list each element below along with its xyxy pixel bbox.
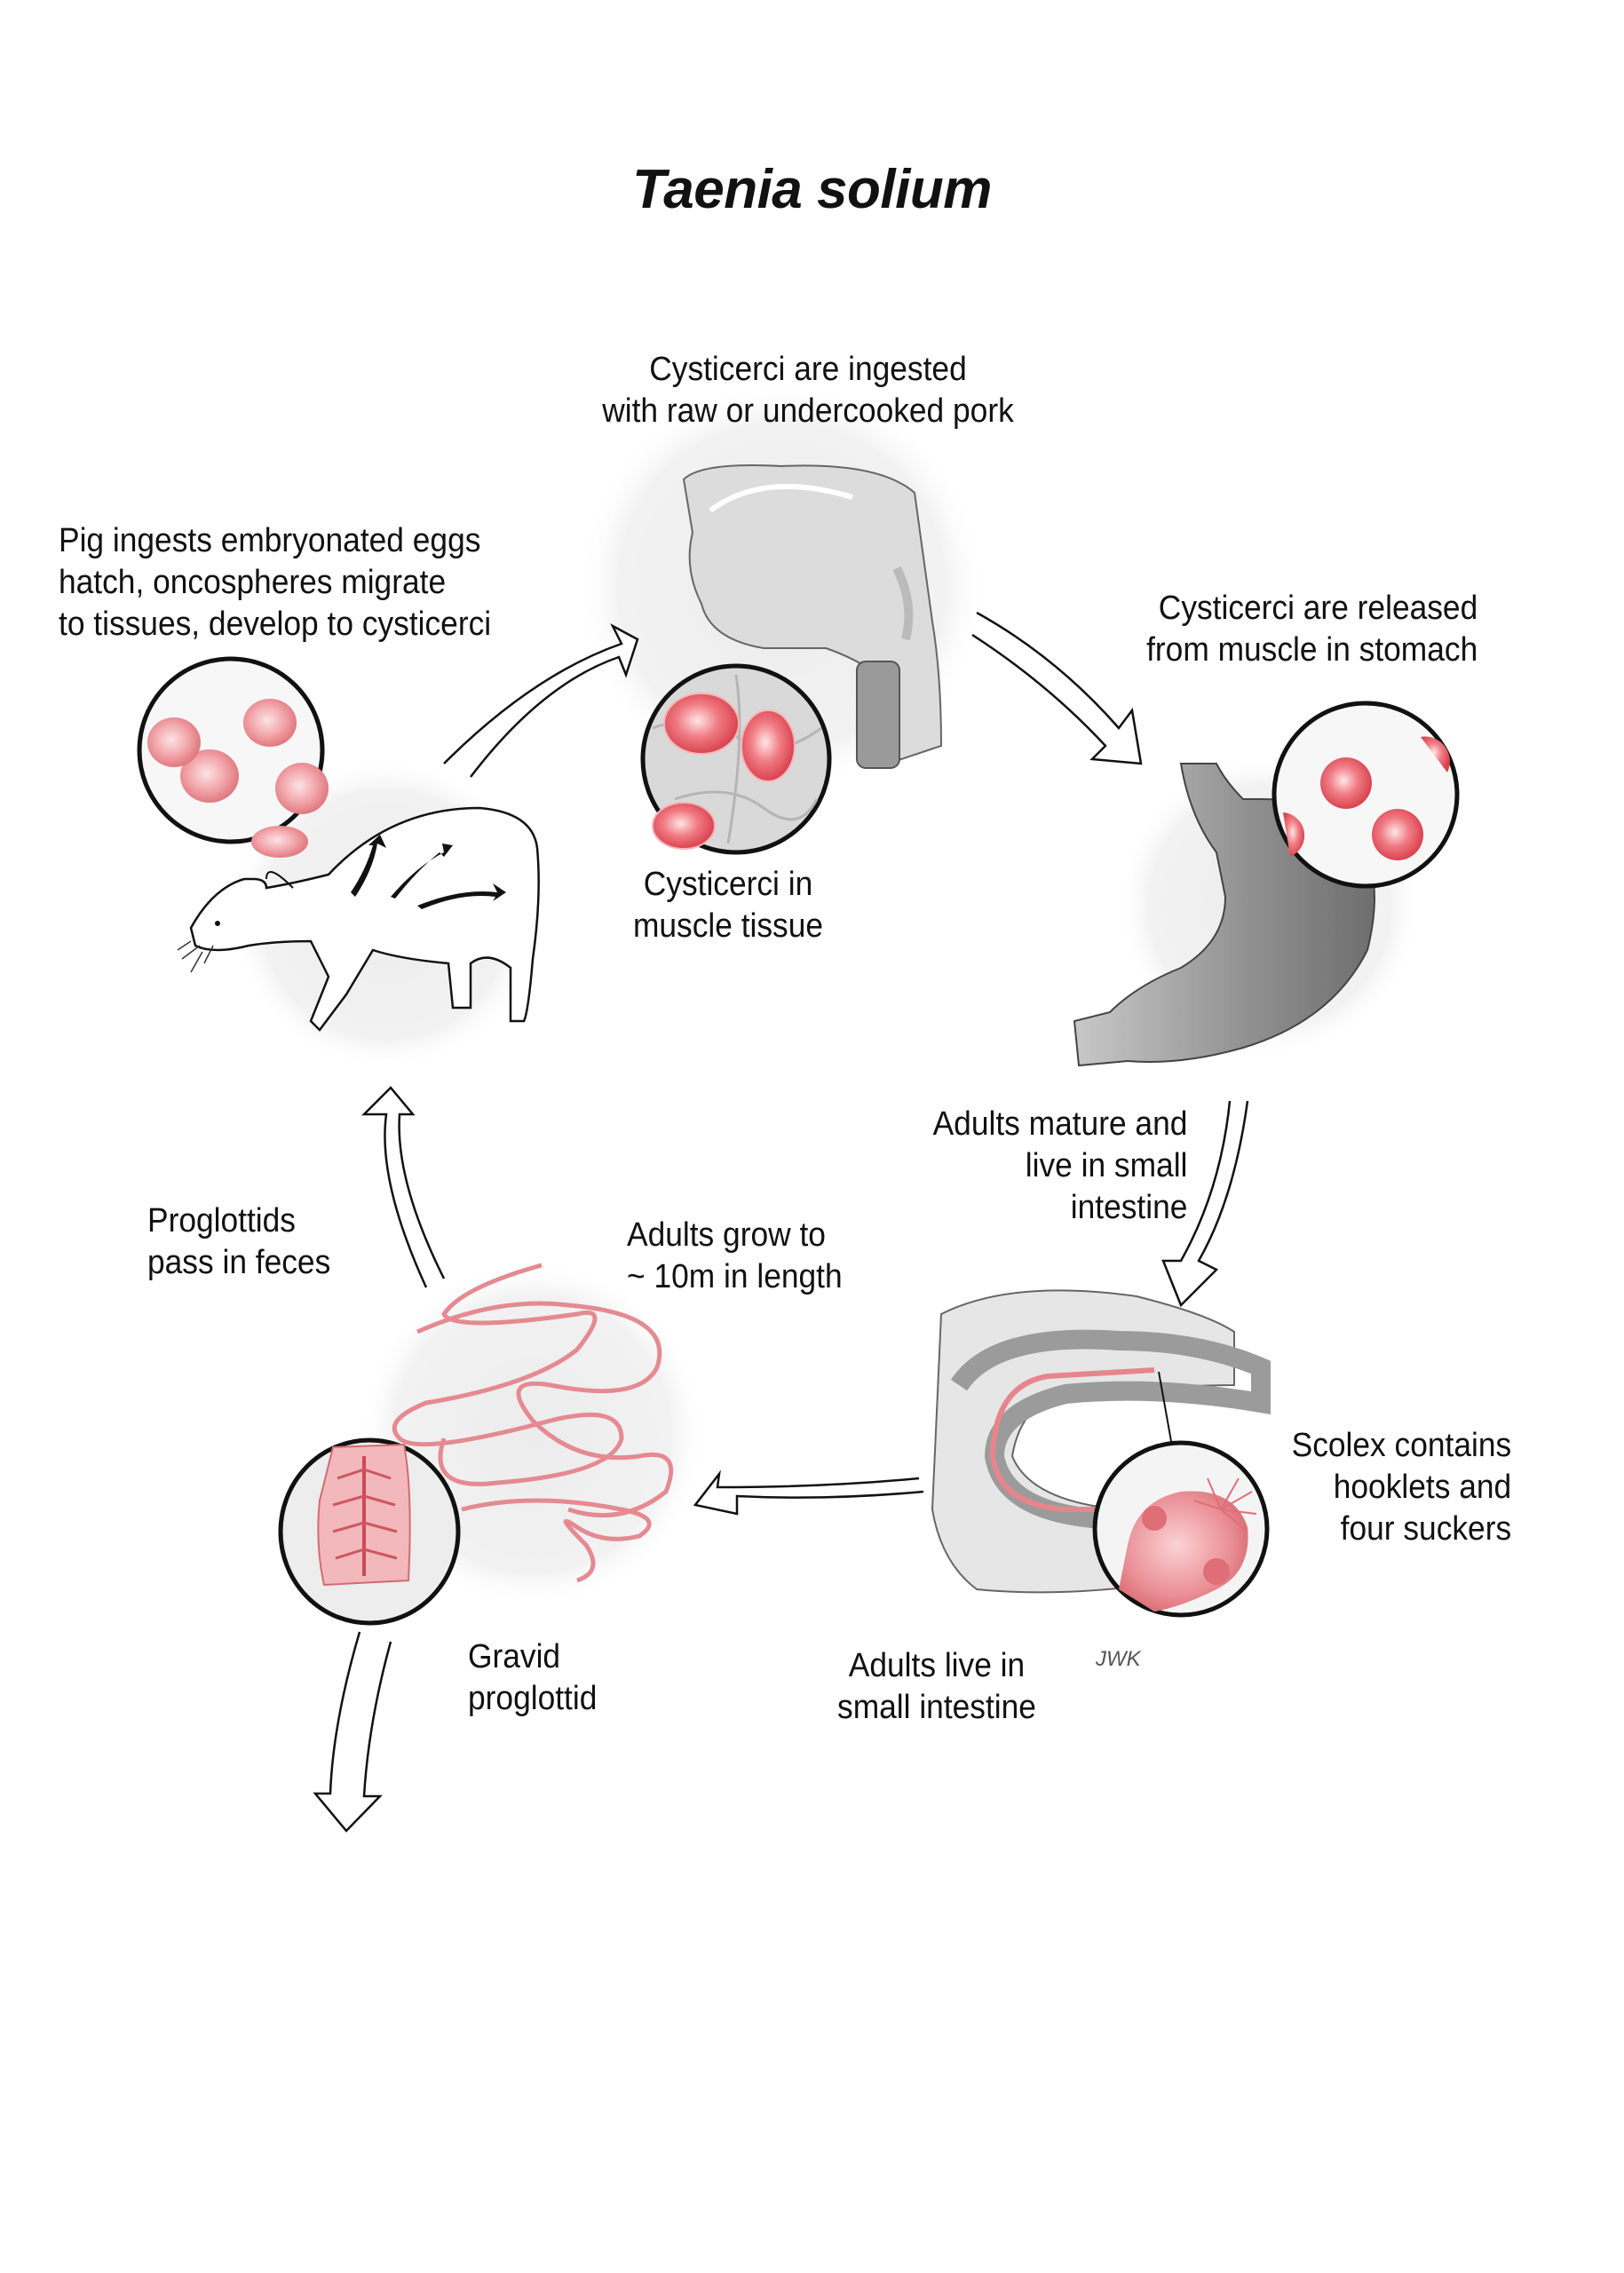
arrow-intestine-to-tapeworm (693, 1469, 924, 1516)
label-adults-mature: Adults mature and live in small intestin… (932, 1105, 1187, 1226)
label-proglottids-feces: Proglottids pass in feces (147, 1202, 331, 1281)
label-gravid-proglottid: Gravid proglottid (468, 1638, 598, 1717)
cysticerci-muscle-inset (640, 663, 832, 855)
arrow-stomach-to-intestine (1161, 1100, 1249, 1308)
arrow-pig-to-ingestion (443, 623, 639, 778)
artist-signature: JWK (1096, 1647, 1141, 1671)
label-adults-grow: Adults grow to ~ 10m in length (627, 1216, 843, 1295)
arrow-proglottid-exit (313, 1631, 392, 1833)
pig-cysticerci-inset (137, 656, 329, 858)
label-cysticerci-muscle: Cysticerci in muscle tissue (632, 866, 824, 945)
label-pig-ingests-eggs: Pig ingests embryonated eggs hatch, onco… (59, 522, 492, 643)
stomach-cysticerci-inset (1271, 701, 1460, 889)
scolex-inset (1092, 1440, 1270, 1618)
arrow-ingestion-to-stomach (971, 611, 1143, 765)
arrow-feces-to-pig (360, 1086, 446, 1288)
diagram-title: Taenia solium (632, 159, 992, 220)
label-cysticerci-ingested: Cysticerci are ingested with raw or unde… (602, 351, 1014, 430)
label-adults-live: Adults live in small intestine (837, 1647, 1036, 1726)
pig-illustration (177, 759, 542, 1070)
label-cysticerci-released: Cysticerci are released from muscle in s… (1145, 590, 1477, 669)
label-scolex: Scolex contains hooklets and four sucker… (1291, 1427, 1511, 1548)
gravid-proglottid-inset (278, 1437, 461, 1626)
